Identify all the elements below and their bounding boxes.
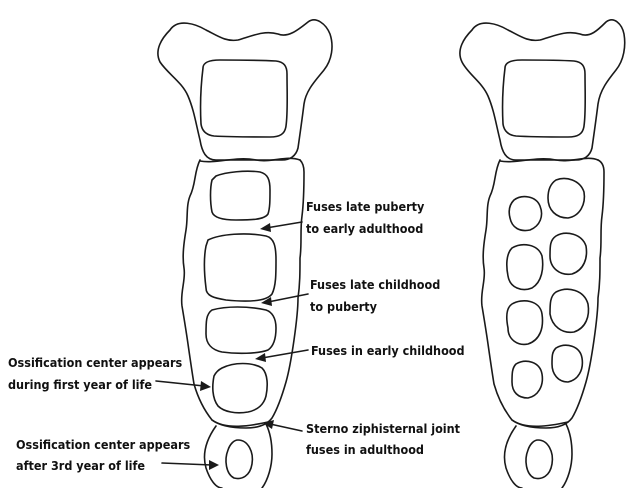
arrows xyxy=(156,222,308,470)
arrow-third-year xyxy=(162,460,219,470)
right-center-4a xyxy=(512,361,542,398)
right-center-1b xyxy=(548,179,584,219)
label-third-year-line1: Ossification center appears xyxy=(16,437,190,452)
arrow-late-puberty xyxy=(260,222,302,232)
label-third-year-line2: after 3rd year of life xyxy=(16,458,145,473)
left-manubrium-center xyxy=(201,60,288,137)
label-first-year-line2: during first year of life xyxy=(8,377,152,392)
left-manubrium-outline xyxy=(158,20,332,160)
right-body-outline xyxy=(482,160,604,428)
left-body-segment-4 xyxy=(213,364,267,413)
right-xiphoid-center xyxy=(526,440,552,478)
right-xiphisternal-joint xyxy=(512,420,568,426)
label-late-childhood-line1: Fuses late childhood xyxy=(310,277,440,292)
label-first-year-line1: Ossification center appears xyxy=(8,355,182,370)
label-xiphisternal-line2: fuses in adulthood xyxy=(306,442,424,457)
left-xiphoid-center xyxy=(226,440,252,478)
left-body-segment-3 xyxy=(206,307,276,353)
arrow-late-childhood xyxy=(261,294,308,306)
right-center-1a xyxy=(509,197,541,231)
label-late-puberty-line2: to early adulthood xyxy=(306,221,423,236)
label-late-puberty-line1: Fuses late puberty xyxy=(306,199,425,214)
label-early-childhood-line1: Fuses in early childhood xyxy=(311,343,465,358)
right-center-4b xyxy=(552,345,582,382)
right-manubrium-center xyxy=(503,60,586,137)
arrow-first-year xyxy=(156,381,211,391)
right-manubrium-outline xyxy=(460,20,625,160)
labels: Fuses late puberty to early adulthood Fu… xyxy=(8,199,465,473)
left-body-outline xyxy=(182,160,304,428)
label-xiphisternal-line1: Sterno ziphisternal joint xyxy=(306,421,461,436)
right-center-3b xyxy=(550,289,588,332)
left-body-segment-2 xyxy=(205,234,277,301)
left-sternum xyxy=(158,20,332,488)
right-center-3a xyxy=(507,301,543,345)
left-xiphisternal-joint xyxy=(212,420,268,426)
right-sternum xyxy=(460,20,625,488)
right-center-2a xyxy=(507,245,543,290)
right-center-2b xyxy=(550,233,586,274)
label-late-childhood-line2: to puberty xyxy=(310,299,378,314)
left-body-segment-1 xyxy=(211,171,271,220)
